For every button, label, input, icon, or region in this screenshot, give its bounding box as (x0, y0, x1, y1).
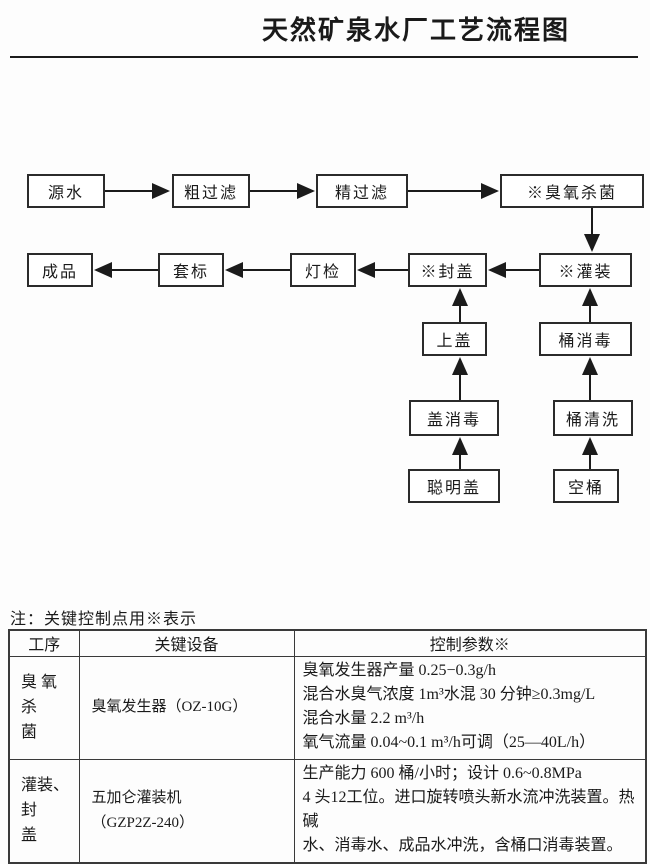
table-row-filling-capping: 灌装、封 盖 五加仑灌装机 （GZP2Z-240） 生产能力 600 桶/小时；… (8, 758, 647, 863)
cell-process-filling: 灌装、封 盖 (8, 758, 80, 863)
flow-node-bucket-disinfection: 桶消毒 (539, 322, 632, 356)
cell-params-filling: 生产能力 600 桶/小时；设计 0.6~0.8MPa 4 头12工位。进口旋转… (293, 758, 647, 863)
flowchart: 源水 粗过滤 精过滤 ※臭氧杀菌 成品 套标 灯检 ※封盖 ※灌装 上盖 盖消毒… (27, 174, 644, 503)
cell-process-ozone: 臭 氧 杀 菌 (8, 655, 80, 760)
flow-node-light-inspection: 灯检 (290, 253, 356, 287)
cell-equipment-ozone: 臭氧发生器（OZ-10G） (78, 655, 295, 760)
flow-node-filling: ※灌装 (539, 253, 632, 287)
flow-node-bucket-wash: 桶清洗 (553, 400, 633, 436)
header-equipment: 关键设备 (78, 629, 295, 657)
flow-node-labeling: 套标 (158, 253, 224, 287)
flow-node-finished-product: 成品 (27, 253, 93, 287)
flow-node-cap-disinfection: 盖消毒 (409, 400, 499, 436)
flow-node-source-water: 源水 (27, 174, 105, 208)
header-process: 工序 (8, 629, 80, 657)
flow-node-smart-cap: 聪明盖 (408, 469, 500, 503)
page-title: 天然矿泉水厂工艺流程图 (262, 16, 571, 45)
flow-node-coarse-filter: 粗过滤 (172, 174, 250, 208)
flow-node-empty-bucket: 空桶 (553, 469, 619, 503)
table-header-row: 工序 关键设备 控制参数※ (8, 629, 647, 657)
cell-params-ozone: 臭氧发生器产量 0.25−0.3g/h 混合水臭气浓度 1m³水混 30 分钟≥… (293, 655, 647, 760)
table-row-ozone: 臭 氧 杀 菌 臭氧发生器（OZ-10G） 臭氧发生器产量 0.25−0.3g/… (8, 655, 647, 760)
flow-node-cap-on: 上盖 (422, 322, 487, 356)
title-underline (10, 56, 638, 58)
flow-node-fine-filter: 精过滤 (316, 174, 408, 208)
header-parameters: 控制参数※ (293, 629, 647, 657)
key-control-note: 注：关键控制点用※表示 (10, 611, 198, 628)
control-parameters-table: 工序 关键设备 控制参数※ 臭 氧 杀 菌 臭氧发生器（OZ-10G） 臭氧发生… (8, 629, 647, 864)
flow-node-ozone-sterilization: ※臭氧杀菌 (500, 174, 644, 208)
flow-node-capping: ※封盖 (408, 253, 487, 287)
cell-equipment-filling: 五加仑灌装机 （GZP2Z-240） (78, 758, 295, 863)
